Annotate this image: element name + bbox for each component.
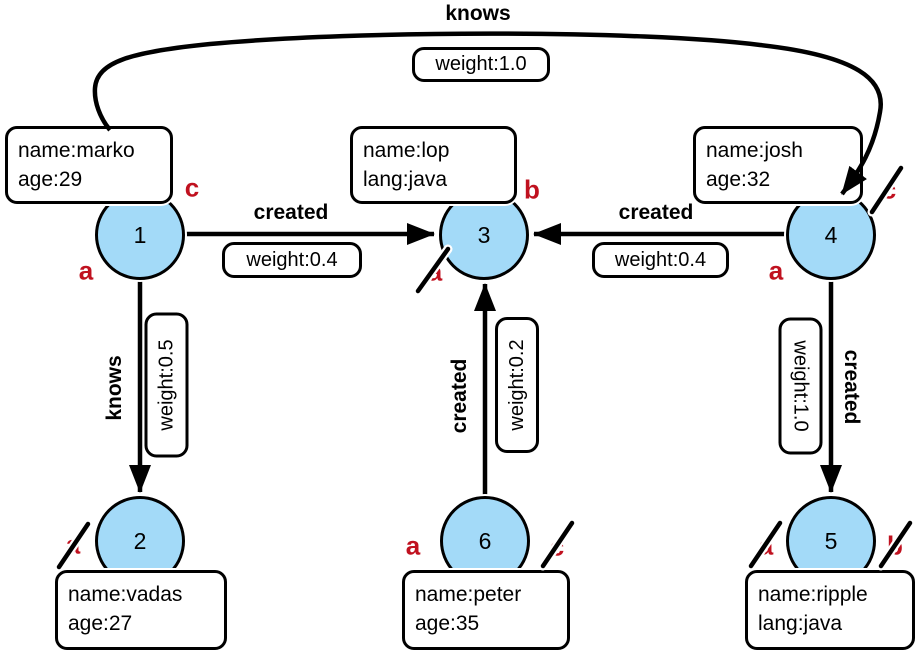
mark-b-vertex-3: b [524,174,540,205]
weight-knows-1-2: weight:0.5 [144,312,189,458]
vertex-1: 1 [95,190,185,280]
vertex-1-id: 1 [133,221,147,248]
mark-a-vertex-2: a [65,529,81,560]
label-knows-1-2: knows [103,355,126,421]
property-line: name:lop [363,139,450,162]
label-created-4-3: created [618,201,694,224]
mark-c-vertex-4: c [881,174,897,205]
vertex-5-id: 5 [824,527,838,554]
weight-created-6-3: weight:0.2 [495,317,539,453]
property-line: name:ripple [758,583,868,606]
vertex-4-id: 4 [824,221,838,248]
properties-vertex-5: name:ripple lang:java [745,570,915,650]
mark-a-vertex-5: a [758,530,774,561]
mark-a-vertex-4: a [768,255,784,286]
property-line: lang:java [363,168,448,191]
vertex-3-id: 3 [477,221,491,248]
vertex-6-id: 6 [478,527,492,554]
property-line: name:peter [415,583,522,606]
mark-b-vertex-5: b [887,530,903,561]
label-created-1-3: created [253,201,329,224]
properties-vertex-6: name:peter age:35 [402,570,570,650]
mark-a-vertex-3: a [427,256,443,287]
property-line: age:29 [18,168,83,191]
mark-a-vertex-1: a [78,255,94,286]
property-line: name:josh [706,139,803,162]
property-line: age:32 [706,168,771,191]
label-created-6-3: created [448,358,471,434]
weight-created-1-3: weight:0.4 [222,242,362,278]
property-line: age:35 [415,612,480,635]
mark-c-vertex-6: c [549,531,565,562]
label-knows-1-4: knows [445,2,511,25]
vertex-2-id: 2 [133,527,147,554]
mark-c-vertex-1: c [184,172,200,203]
property-line: name:marko [18,139,135,162]
properties-vertex-4: name:josh age:32 [693,126,863,204]
properties-vertex-1: name:marko age:29 [5,126,173,204]
property-line: name:vadas [68,583,183,606]
properties-vertex-3: name:lop lang:java [350,126,517,204]
weight-created-4-5: weight:1.0 [778,317,823,455]
property-line: age:27 [68,612,133,635]
mark-a-vertex-6: a [405,530,421,561]
properties-vertex-2: name:vadas age:27 [55,570,227,650]
property-line: lang:java [758,612,843,635]
weight-created-4-3: weight:0.4 [592,242,729,278]
weight-knows-1-4: weight:1.0 [412,47,550,82]
label-created-4-5: created [840,349,863,425]
